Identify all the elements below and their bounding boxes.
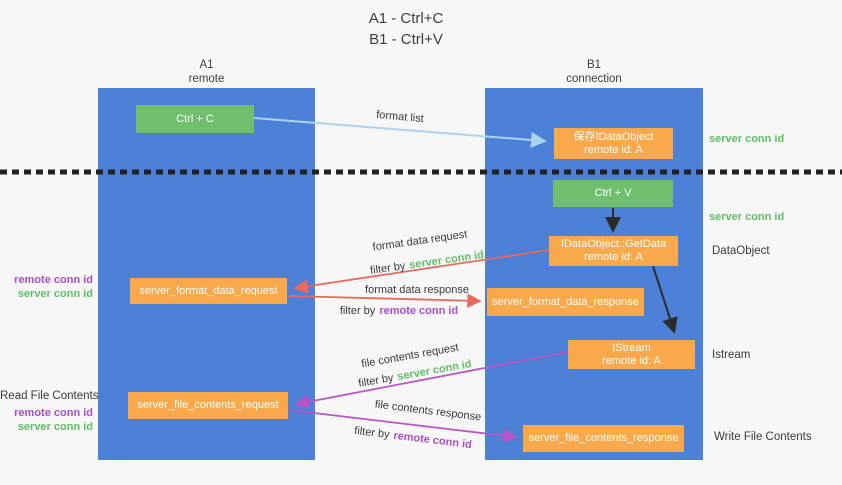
ctrl-c-node: Ctrl + C xyxy=(136,105,254,133)
file-request-node: server_file_contents_request xyxy=(128,392,288,419)
getdata-to-istream-arrow xyxy=(652,265,678,334)
ctrl-v-label: Ctrl + V xyxy=(594,187,632,199)
format-data-response-label: format data response xyxy=(365,284,469,296)
lane-a-role: remote xyxy=(188,73,225,85)
lane-a-name: A1 xyxy=(199,59,214,71)
server-conn-id-top-note: server conn id xyxy=(709,133,785,145)
write-file-contents-note: Write File Contents xyxy=(714,431,812,443)
file-server-conn-id-note: server conn id xyxy=(17,421,93,433)
diagram-title: A1 - Ctrl+C B1 - Ctrl+V xyxy=(369,8,444,50)
format-request-node: server_format_data_request xyxy=(130,278,287,304)
format-response-label: server_format_data_response xyxy=(492,295,639,308)
read-file-contents-note: Read File Contents xyxy=(0,390,99,402)
server-conn-id-mid-note: server conn id xyxy=(709,211,785,223)
format-request-arrow xyxy=(293,249,550,294)
file-request-label: server_file_contents_request xyxy=(137,399,279,411)
getdata-line2: remote id: A xyxy=(584,251,643,263)
istream-line1: IStream xyxy=(612,341,651,354)
lane-a-header: A1 remote xyxy=(98,58,315,86)
istream-line2: remote id: A xyxy=(602,354,661,367)
file-remote-conn-id-note: remote conn id xyxy=(14,407,93,419)
file-response-label: server_file_contents_response xyxy=(528,432,679,444)
format-remote-conn-id-note: remote conn id xyxy=(14,274,93,286)
getdata-node: IDataObject::GetData remote id: A xyxy=(549,236,678,266)
title-line-a: A1 - Ctrl+C xyxy=(368,10,444,27)
lane-b-header: B1 connection xyxy=(485,58,703,86)
save-dataobject-line2: remote id: A xyxy=(584,143,643,156)
getdata-line1: IDataObject::GetData xyxy=(560,238,667,250)
file-response-arrow xyxy=(288,409,518,443)
format-server-conn-id-note: server conn id xyxy=(17,288,93,300)
save-dataobject-line1: 保存IDataObject xyxy=(573,130,654,143)
format-response-node: server_format_data_response xyxy=(487,288,644,316)
lane-b-role: connection xyxy=(566,73,622,85)
file-response-node: server_file_contents_response xyxy=(523,425,684,452)
title-line-b: B1 - Ctrl+V xyxy=(369,31,443,48)
istream-node: IStream remote id: A xyxy=(568,340,695,369)
format-request-label: server_format_data_request xyxy=(139,284,278,297)
format-response-arrow xyxy=(287,293,482,308)
dataobject-note: DataObject xyxy=(712,245,770,257)
ctrl-v-node: Ctrl + V xyxy=(553,180,673,207)
istream-note: Istream xyxy=(712,349,751,361)
ctrl-c-label: Ctrl + C xyxy=(176,112,214,125)
format-list-arrow xyxy=(253,117,547,148)
file-request-arrow xyxy=(294,351,569,409)
lane-b-name: B1 xyxy=(586,59,602,71)
save-dataobject-node: 保存IDataObject remote id: A xyxy=(554,128,673,159)
